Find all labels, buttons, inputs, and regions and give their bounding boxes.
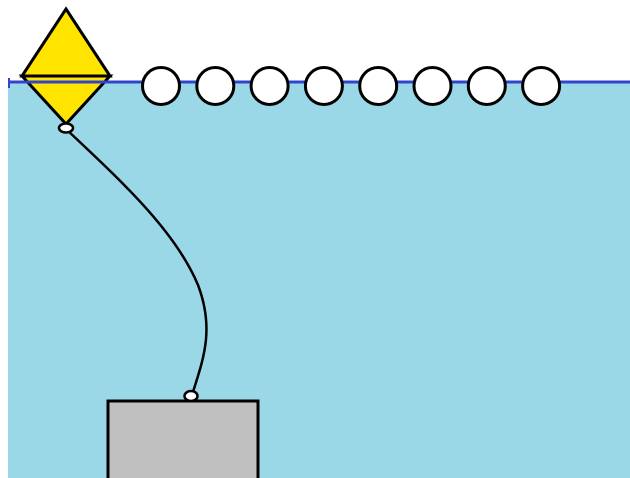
mooring-line [65, 128, 208, 396]
surface-floats [141, 66, 562, 106]
surface-float [249, 66, 290, 106]
surface-float [195, 66, 236, 106]
buoy-upper-half [19, 6, 113, 78]
surface-float [141, 66, 181, 106]
anchor-eyelet [183, 389, 199, 403]
anchor-block [106, 399, 260, 478]
surface-float [358, 66, 399, 106]
marker-buoy [18, 6, 114, 127]
surface-float [466, 66, 507, 106]
surface-float [303, 66, 344, 106]
water [8, 82, 630, 478]
surface-float [412, 66, 453, 106]
buoy-eyelet [57, 122, 75, 134]
surface-float [521, 66, 562, 106]
